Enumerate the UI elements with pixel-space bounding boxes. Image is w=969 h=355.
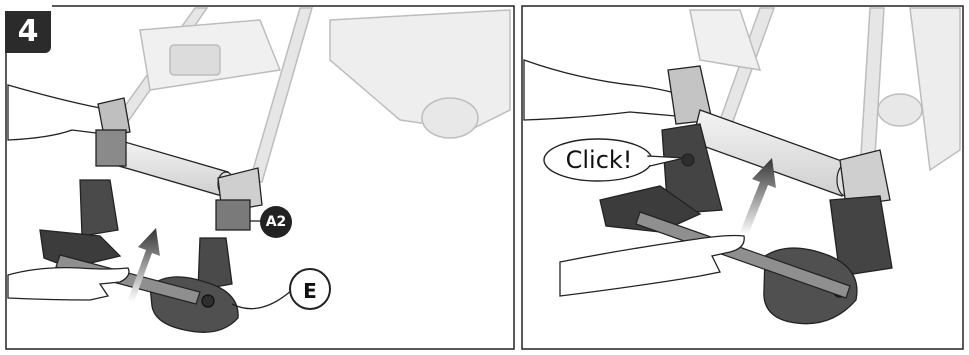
left-hand-top bbox=[7, 84, 131, 141]
right-up-arrow bbox=[740, 158, 776, 235]
right-hand-bottom bbox=[559, 234, 745, 297]
e-leader-line bbox=[231, 289, 293, 310]
right-stroller-frame bbox=[689, 7, 961, 173]
left-crossbar bbox=[111, 139, 235, 197]
step-number-badge: 4 bbox=[5, 11, 51, 53]
click-callout-text: Click! bbox=[565, 146, 633, 174]
left-up-arrow bbox=[128, 228, 160, 302]
callout-e: E bbox=[289, 268, 331, 310]
left-stroller-frame bbox=[113, 7, 511, 183]
right-lower-bar bbox=[635, 211, 851, 299]
panel-left bbox=[5, 5, 515, 350]
left-seat-adapters bbox=[39, 179, 239, 333]
right-crossbar bbox=[691, 109, 891, 207]
panel-right bbox=[521, 5, 964, 350]
left-lower-bar bbox=[55, 254, 201, 305]
click-bubble bbox=[543, 138, 685, 182]
left-hand-bottom bbox=[7, 267, 130, 301]
right-hand-top bbox=[523, 59, 713, 125]
callout-a2: A2 bbox=[260, 206, 292, 238]
left-upper-connectors bbox=[95, 129, 263, 231]
